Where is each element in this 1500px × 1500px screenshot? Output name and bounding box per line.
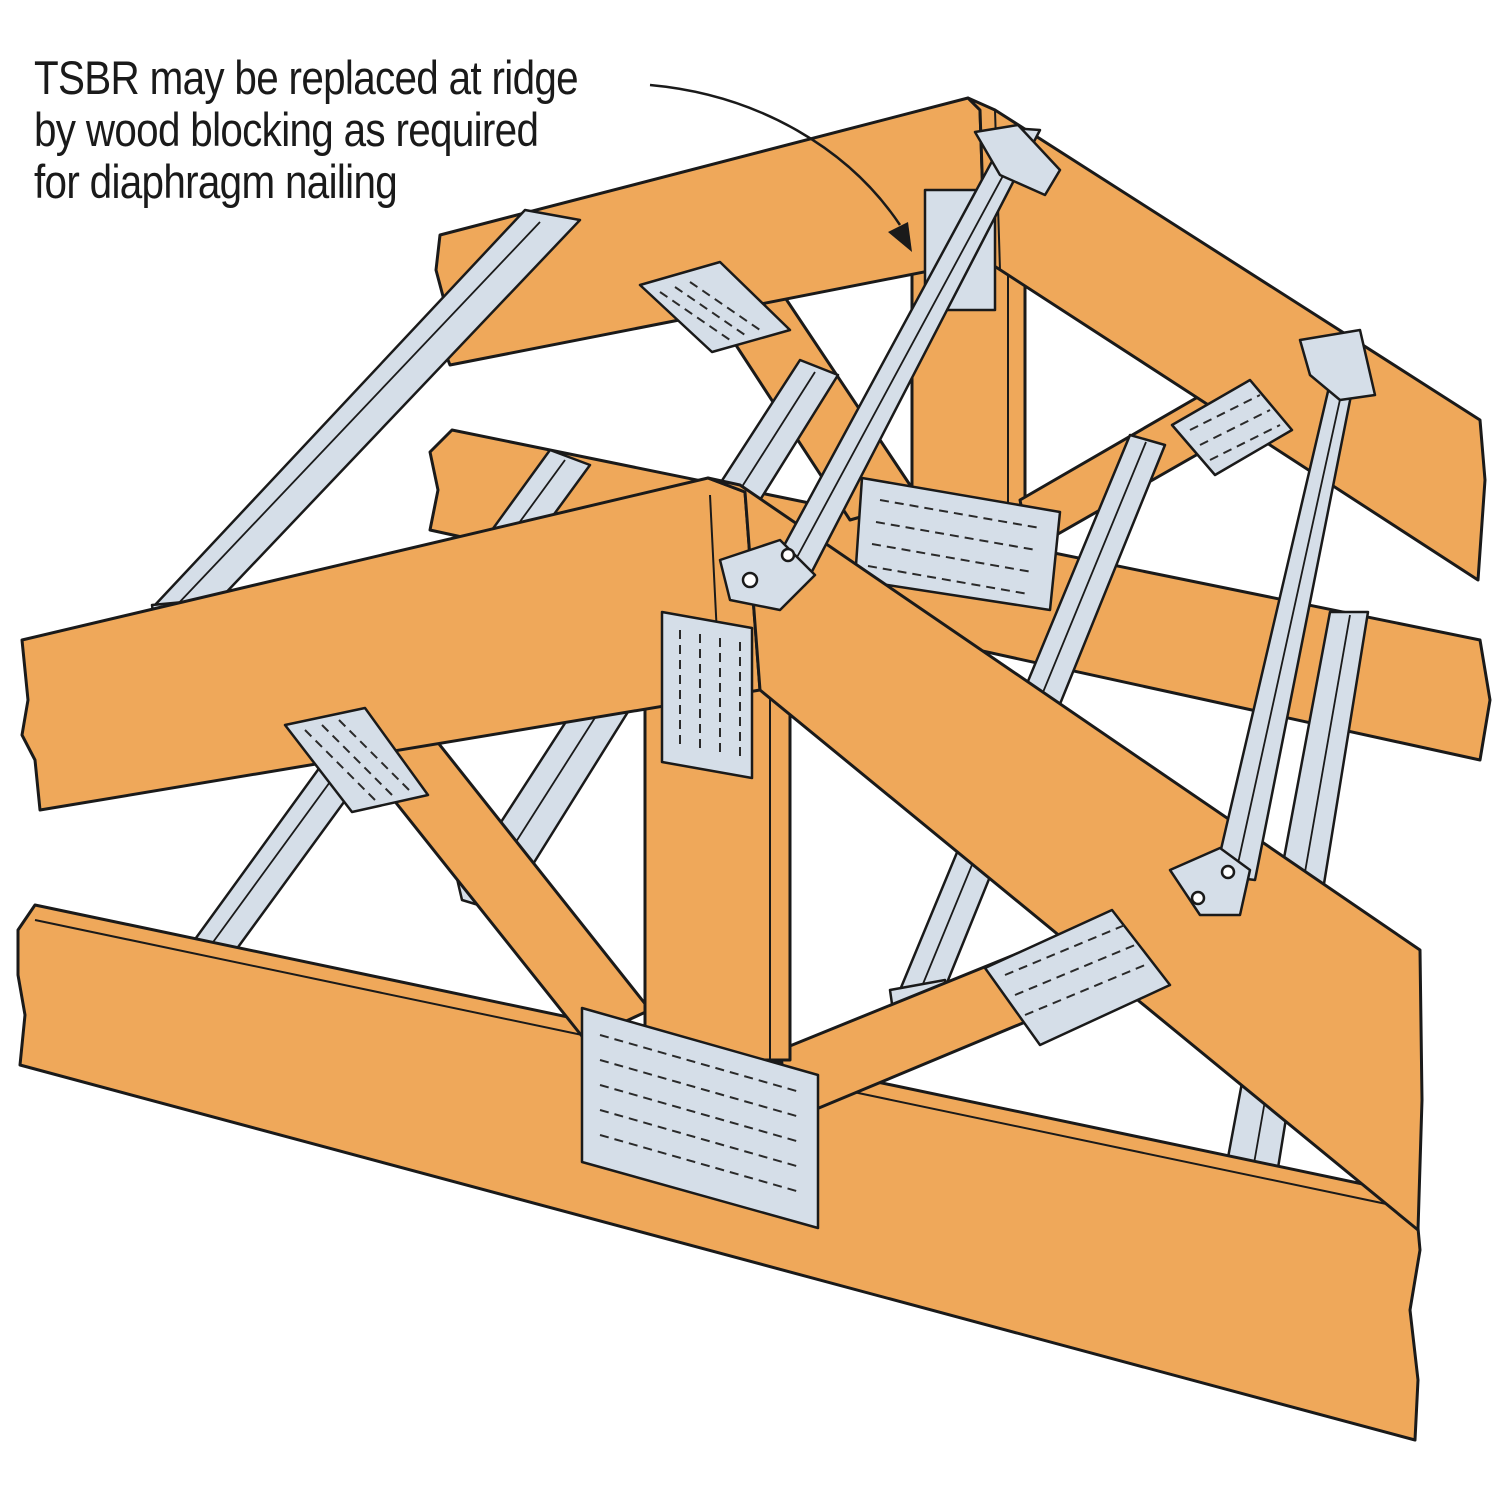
callout-line-3: for diaphragm nailing [34, 155, 398, 208]
front-heel-plate [580, 1006, 820, 1230]
back-heel-plate [853, 476, 1062, 612]
back-left-web-plate [638, 260, 792, 354]
callout-leader [649, 83, 912, 252]
tsbr-ridge-end-top [973, 123, 1062, 197]
callout-line-1: TSBR may be replaced at ridge [34, 51, 579, 104]
front-braces [718, 123, 1377, 917]
brace-end-right-top [1298, 328, 1377, 402]
front-apex-plate [660, 610, 754, 780]
front-right-top-chord [706, 476, 1424, 1232]
callout-line-2: by wood blocking as required [34, 103, 539, 156]
callout-text: TSBR may be replaced at ridge by wood bl… [34, 52, 584, 208]
front-truss [16, 476, 1424, 1442]
back-right-web-plate [1170, 378, 1294, 477]
front-right-web-plate [983, 908, 1172, 1047]
brace-end-right-mid [1168, 846, 1252, 917]
leader-arrowhead [888, 222, 912, 252]
